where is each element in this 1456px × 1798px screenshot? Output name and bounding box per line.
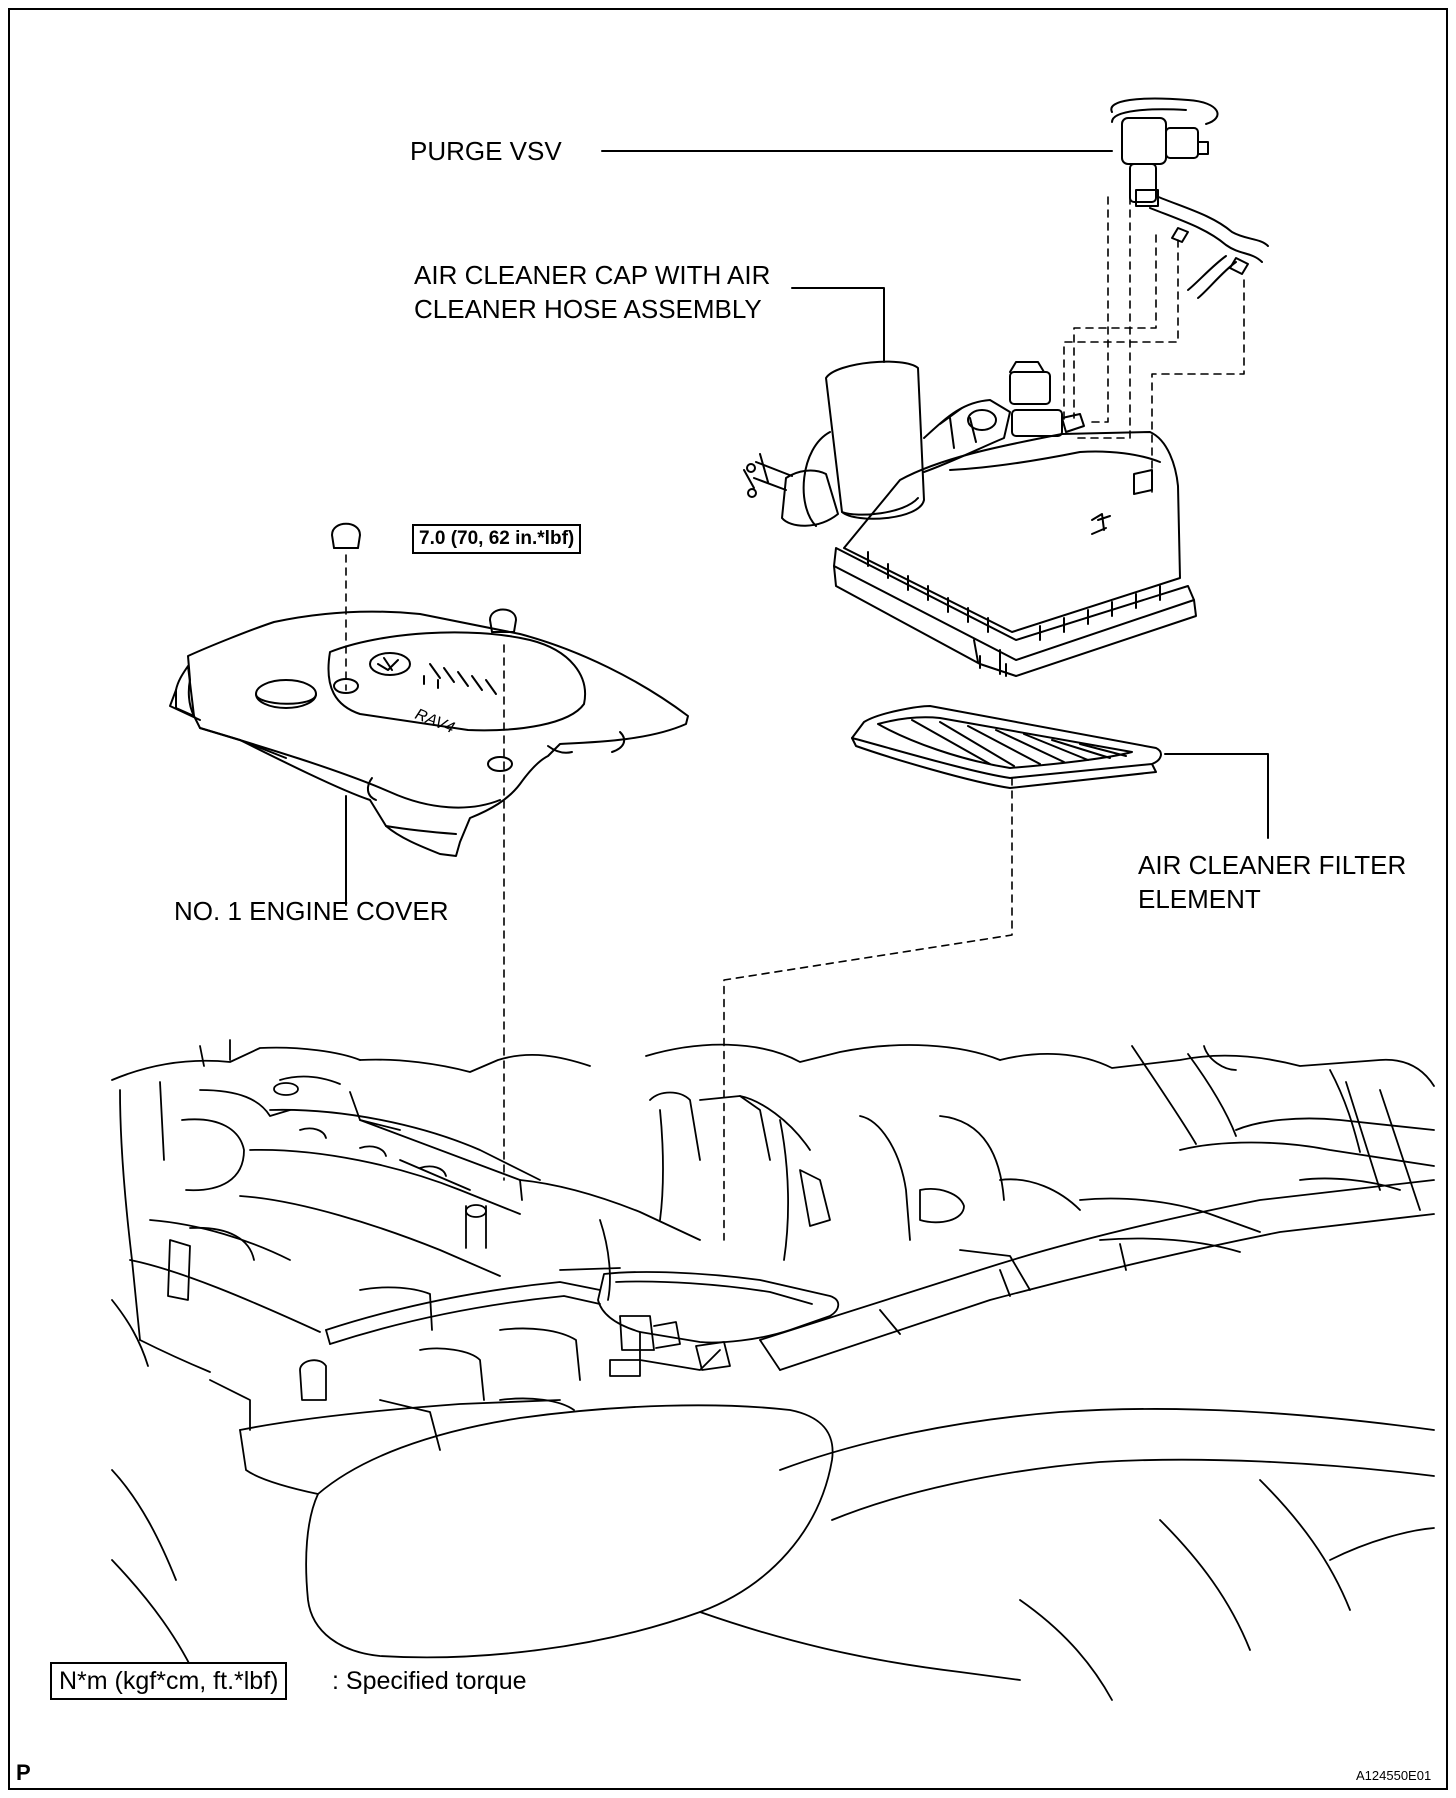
purge-vsv-label: PURGE VSV: [410, 136, 562, 166]
leader-lines: [345, 150, 1269, 906]
engine-cover-label: NO. 1 ENGINE COVER: [174, 896, 449, 926]
engine-cover-drawing: [169, 522, 689, 857]
purge-vsv-drawing: [1110, 97, 1269, 299]
engine-cover-logo: RAV4: [413, 706, 457, 737]
figure-code: A124550E01: [1356, 1768, 1432, 1783]
diagram-frame: [8, 8, 1448, 1790]
air-cleaner-cap-drawing: [743, 360, 1197, 677]
torque-legend-description: : Specified torque: [332, 1667, 527, 1695]
alignment-dashes: [345, 196, 1245, 1241]
torque-spec-box: 7.0 (70, 62 in.*lbf): [412, 524, 582, 554]
air-filter-element-drawing: [851, 705, 1162, 789]
page-letter: P: [16, 1760, 31, 1785]
torque-legend-box: N*m (kgf*cm, ft.*lbf): [50, 1662, 288, 1700]
air-filter-element-label: AIR CLEANER FILTER ELEMENT: [1138, 850, 1407, 914]
air-cleaner-cap-label: AIR CLEANER CAP WITH AIR CLEANER HOSE AS…: [414, 260, 771, 324]
engine-bay-drawing: [111, 1039, 1435, 1701]
